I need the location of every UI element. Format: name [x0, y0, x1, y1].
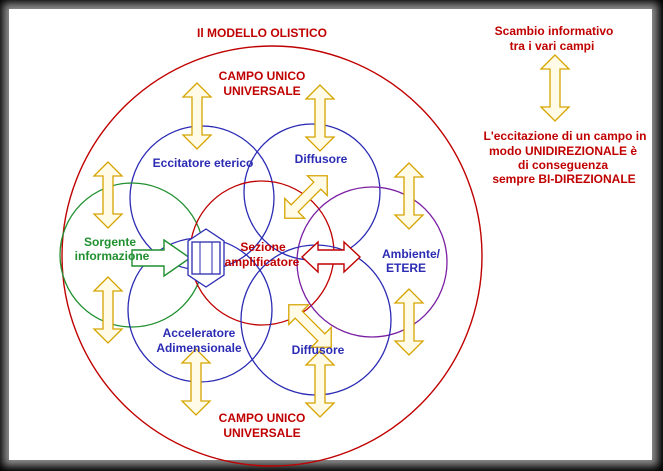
source-arrow-icon [131, 238, 192, 278]
legend-note-line2: modo UNIDIREZIONALE è [489, 144, 637, 158]
exchange-arrow-icon [305, 350, 335, 418]
diagonal-arrow-icon [274, 165, 338, 229]
legend-exchange-line2: tra i vari campi [510, 39, 595, 53]
outer-field-top-line1: CAMPO UNICO [219, 69, 306, 83]
exchange-arrow-icon [394, 162, 424, 230]
exchange-arrow-icon [93, 161, 123, 229]
acceleratore-label-line1: Acceleratore [163, 326, 236, 340]
legend-exchange-arrow-icon [540, 54, 570, 122]
sezione-label-line1: Sezione [240, 240, 286, 254]
exchange-arrow-icon [394, 288, 424, 356]
exchange-arrow-icon [305, 84, 335, 152]
page-title: Il MODELLO OLISTICO [197, 26, 327, 40]
ambiente-label-line2: ETERE [386, 261, 426, 275]
outer-field-bottom-line1: CAMPO UNICO [219, 411, 306, 425]
sorgente-label-line1: Sorgente [84, 235, 136, 249]
legend-note-line1: L'eccitazione di un campo in [484, 129, 647, 143]
acceleratore-label-line2: Adimensionale [156, 341, 242, 355]
diffusore-bottom-label: Diffusore [292, 343, 345, 357]
ambiente-circle [296, 186, 448, 338]
exchange-arrow-icon [93, 276, 123, 344]
outer-field-circle [61, 45, 483, 467]
exchange-arrow-icon [182, 82, 212, 150]
sezione-label-line2: amplificatore [225, 255, 300, 269]
legend-exchange-line1: Scambio informativo [495, 24, 614, 38]
output-arrow-icon [300, 240, 362, 274]
eccitatore-label: Eccitatore eterico [153, 156, 254, 170]
outer-field-bottom-line2: UNIVERSALE [223, 426, 300, 440]
legend-note-line3: di conseguenza [518, 158, 608, 172]
amplifier-input-icon [187, 228, 225, 288]
legend-note-line4: sempre BI-DIREZIONALE [492, 172, 635, 186]
ambiente-label-line1: Ambiente/ [382, 247, 441, 261]
outer-field-top-line2: UNIVERSALE [223, 84, 300, 98]
diffusore-top-label: Diffusore [295, 152, 348, 166]
diagram-frame [9, 9, 652, 460]
sorgente-label-line2: informazione [75, 249, 150, 263]
